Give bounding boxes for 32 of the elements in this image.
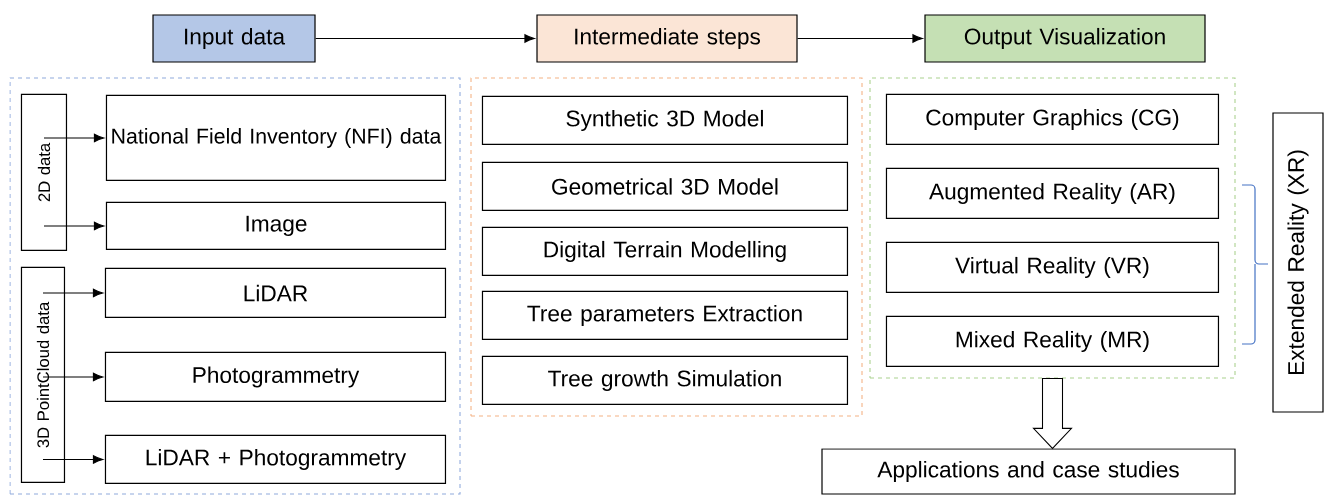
process-box: Photogrammetry [104,351,447,403]
category-box: 3D PointCloud data [20,266,66,484]
arrow [42,288,104,298]
process-box: Synthetic 3D Model [481,95,849,146]
arrow [43,133,105,143]
process-box: LiDAR [104,267,447,319]
process-box: Geometrical 3D Model [481,161,849,212]
category-box: Extended Reality (XR) [1272,112,1324,413]
process-box: Virtual Reality (VR) [885,241,1220,294]
dashed-group-frame [9,77,461,495]
stage-box: Intermediate steps [536,14,798,63]
process-box: Augmented Reality (AR) [885,167,1220,220]
process-box: National Field Inventory (NFI) data [105,94,447,182]
arrow [797,34,923,43]
block-arrow [1032,378,1073,450]
process-box: Applications and case studies [821,448,1236,495]
category-box: 2D data [20,93,68,252]
process-box: Mixed Reality (MR) [885,315,1220,368]
process-box: LiDAR + Photogrammetry [104,434,447,485]
arrow [42,455,104,464]
process-box: Tree parameters Extraction [481,290,849,341]
arrow [42,372,104,382]
stage-box: Output Visualization [924,14,1206,63]
arrow [315,34,535,43]
process-box: Digital Terrain Modelling [481,226,849,277]
arrow [43,221,105,231]
dashed-group-frame [470,77,863,417]
stage-box: Input data [152,14,316,63]
process-box: Tree growth Simulation [481,355,849,406]
process-box: Computer Graphics (CG) [885,93,1220,146]
dashed-group-frame [869,77,1236,379]
process-box: Image [105,201,447,251]
